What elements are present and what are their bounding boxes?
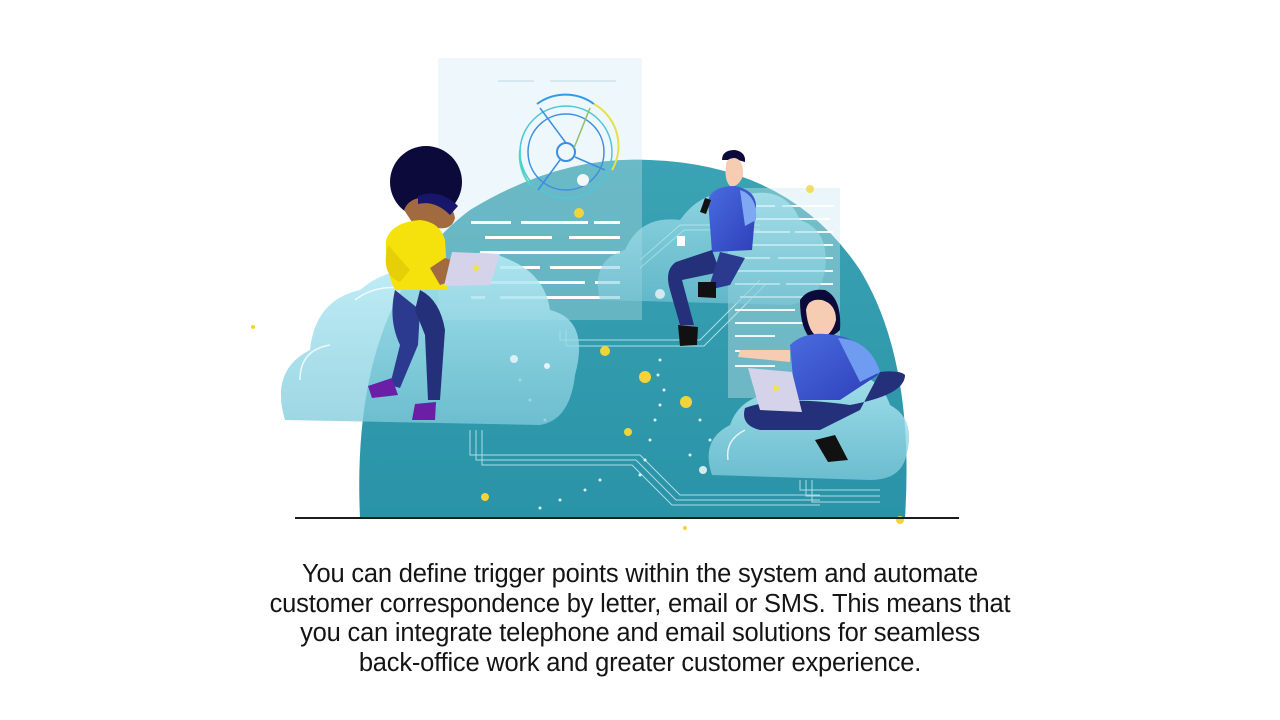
radial-gauge-icon — [518, 93, 620, 199]
caption-line-2: customer correspondence by letter, email… — [269, 589, 1011, 618]
hero-illustration — [251, 58, 959, 530]
caption-text: You can define trigger points within the… — [140, 560, 1140, 678]
person-woman-afro — [368, 146, 500, 420]
person-woman-crosslegged — [738, 289, 905, 462]
person-man-phone — [668, 150, 757, 346]
laptop-icon — [444, 252, 500, 286]
caption-line-4: back-office work and greater customer ex… — [358, 648, 922, 677]
caption-line-1: You can define trigger points within the… — [302, 560, 978, 588]
cup-icon — [677, 236, 685, 246]
caption-line-3: you can integrate telephone and email so… — [300, 619, 980, 647]
cloud-middle — [597, 192, 826, 305]
